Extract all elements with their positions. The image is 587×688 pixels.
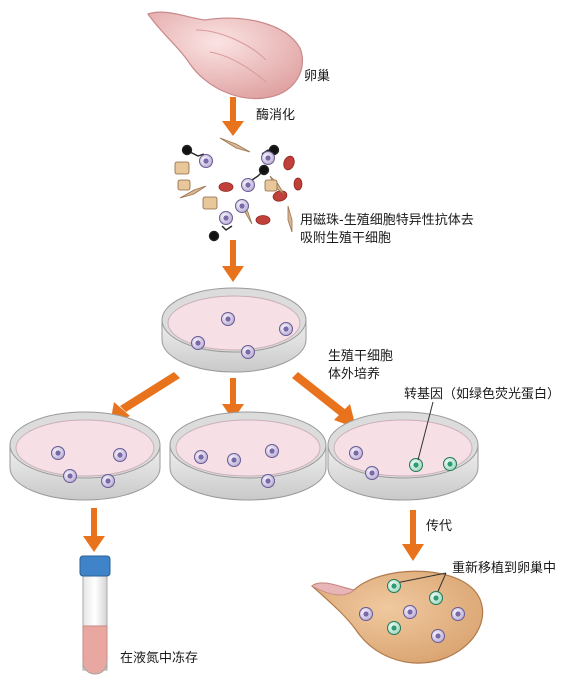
- arrow-digest-to-dish: [222, 240, 244, 282]
- ovary-label: 卵巢: [304, 69, 331, 84]
- magnetic-bead-label-line1: 用磁珠-生殖细胞特异性抗体去: [300, 213, 474, 228]
- cryo-storage-label: 在液氮中冻存: [120, 651, 199, 666]
- transgene-pointer-line: [417, 401, 434, 461]
- retransplant-label: 重新移植到卵巢中: [452, 561, 557, 576]
- culture-dish-right: [327, 401, 479, 501]
- retransplant-pointer-line-1: [395, 572, 447, 584]
- source-ovary: [147, 11, 304, 99]
- digested-cell-mixture: [174, 137, 303, 242]
- passage-label: 传代: [426, 519, 453, 534]
- magnetic-beads: [181, 144, 280, 242]
- arrow-dish-to-middle: [222, 378, 244, 420]
- main-dish-cells: [191, 312, 293, 359]
- arrow-ovary-to-digest: [222, 97, 244, 136]
- arrow-left-to-tube: [83, 508, 105, 552]
- somatic-cells: [174, 161, 278, 210]
- cryo-tube: [79, 555, 111, 675]
- red-blood-cells: [218, 155, 303, 225]
- magnetic-bead-label-line2: 吸附生殖干细胞: [300, 231, 392, 246]
- culture-dish-middle: [169, 411, 327, 501]
- enzyme-digestion-label: 酶消化: [256, 108, 296, 123]
- transgene-label: 转基因（如绿色荧光蛋白）: [404, 387, 561, 402]
- culture-label-line2: 体外培养: [328, 367, 381, 382]
- mixture-stem-cells: [199, 151, 275, 225]
- arrow-right-to-ovary: [402, 510, 424, 561]
- culture-dish-left: [9, 411, 161, 501]
- recipient-ovary: [311, 570, 484, 664]
- culture-label-line1: 生殖干细胞: [328, 349, 394, 364]
